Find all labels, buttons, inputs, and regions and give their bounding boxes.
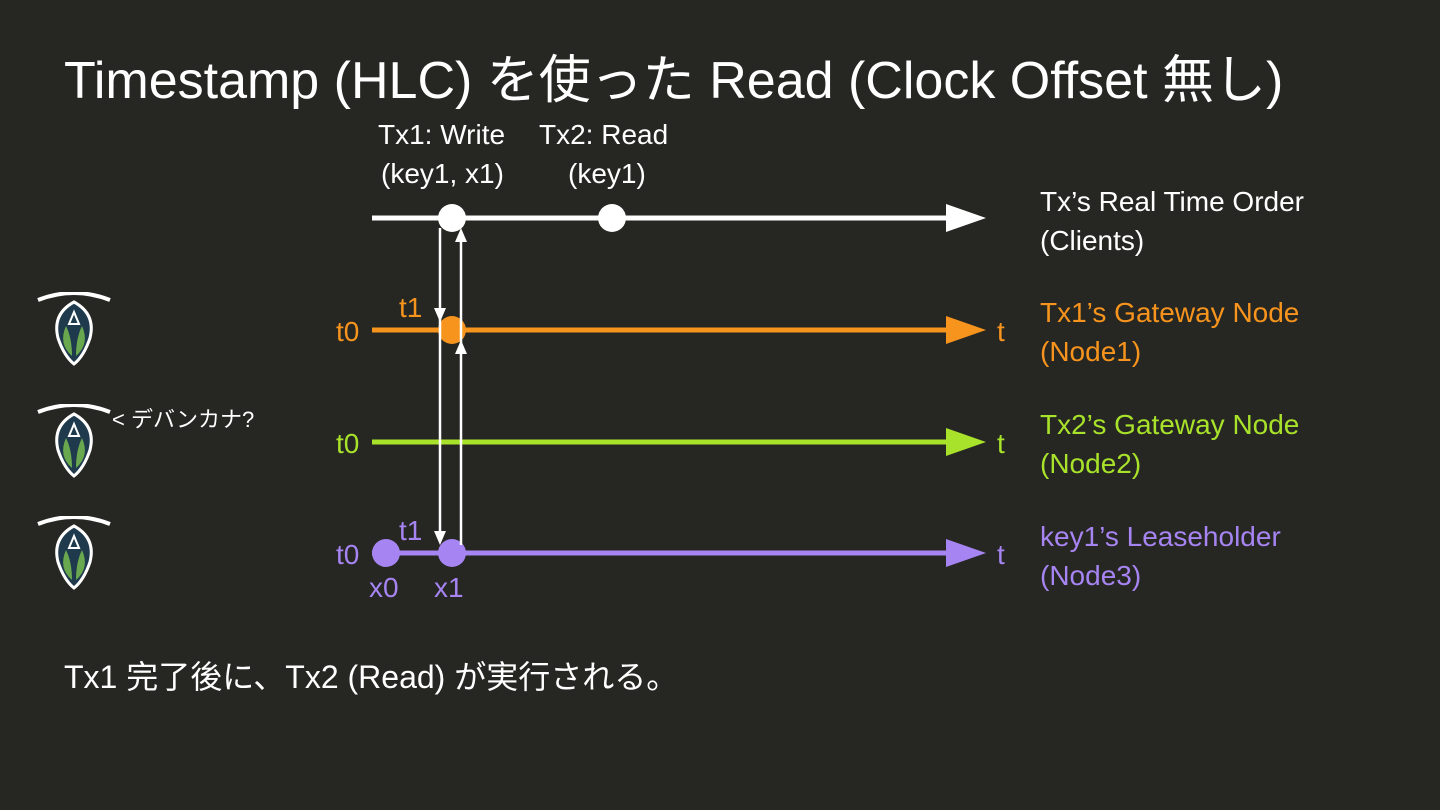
tx1-label-line1: Tx1: Write xyxy=(378,119,505,150)
tx1-label-line2: (key1, x1) xyxy=(381,158,504,189)
speech-bubble-text: < デバンカナ? xyxy=(112,402,254,434)
node2-lane-name-line1: Tx2’s Gateway Node xyxy=(1040,409,1299,440)
node2-end-label: t xyxy=(997,428,1005,459)
node3-value-x0-label: x0 xyxy=(369,572,399,603)
node1-event-label: t1 xyxy=(399,292,422,323)
node2-start-label: t0 xyxy=(336,428,359,459)
clients-arrowhead xyxy=(946,204,986,232)
node1-end-label: t xyxy=(997,316,1005,347)
node3-lane-name-line1: key1’s Leaseholder xyxy=(1040,521,1281,552)
node1-arrowhead xyxy=(946,316,986,344)
tx1-event-dot xyxy=(438,204,466,232)
node3-arrowhead xyxy=(946,539,986,567)
clients-lane-name-line2: (Clients) xyxy=(1040,225,1144,256)
tx2-label-line2: (key1) xyxy=(568,158,646,189)
tx2-label-line1: Tx2: Read xyxy=(539,119,668,150)
node3-start-label: t0 xyxy=(336,539,359,570)
node2-lane-name-line2: (Node2) xyxy=(1040,448,1141,479)
node3-event-label: t1 xyxy=(399,515,422,546)
cockroach-logo-icon xyxy=(36,516,112,592)
node2-arrowhead xyxy=(946,428,986,456)
node3-lane-name-line2: (Node3) xyxy=(1040,560,1141,591)
node3-value-x0-dot xyxy=(372,539,400,567)
node1-start-label: t0 xyxy=(336,316,359,347)
node1-lane-name-line1: Tx1’s Gateway Node xyxy=(1040,297,1299,328)
node3-end-label: t xyxy=(997,539,1005,570)
clients-lane-name-line1: Tx’s Real Time Order xyxy=(1040,186,1304,217)
node1-lane-name-line2: (Node1) xyxy=(1040,336,1141,367)
tx2-event-dot xyxy=(598,204,626,232)
cockroach-logo-icon xyxy=(36,292,112,368)
footer-caption: Tx1 完了後に、Tx2 (Read) が実行される。 xyxy=(64,652,678,698)
cockroach-logo-icon xyxy=(36,404,112,480)
node3-value-x1-label: x1 xyxy=(434,572,464,603)
